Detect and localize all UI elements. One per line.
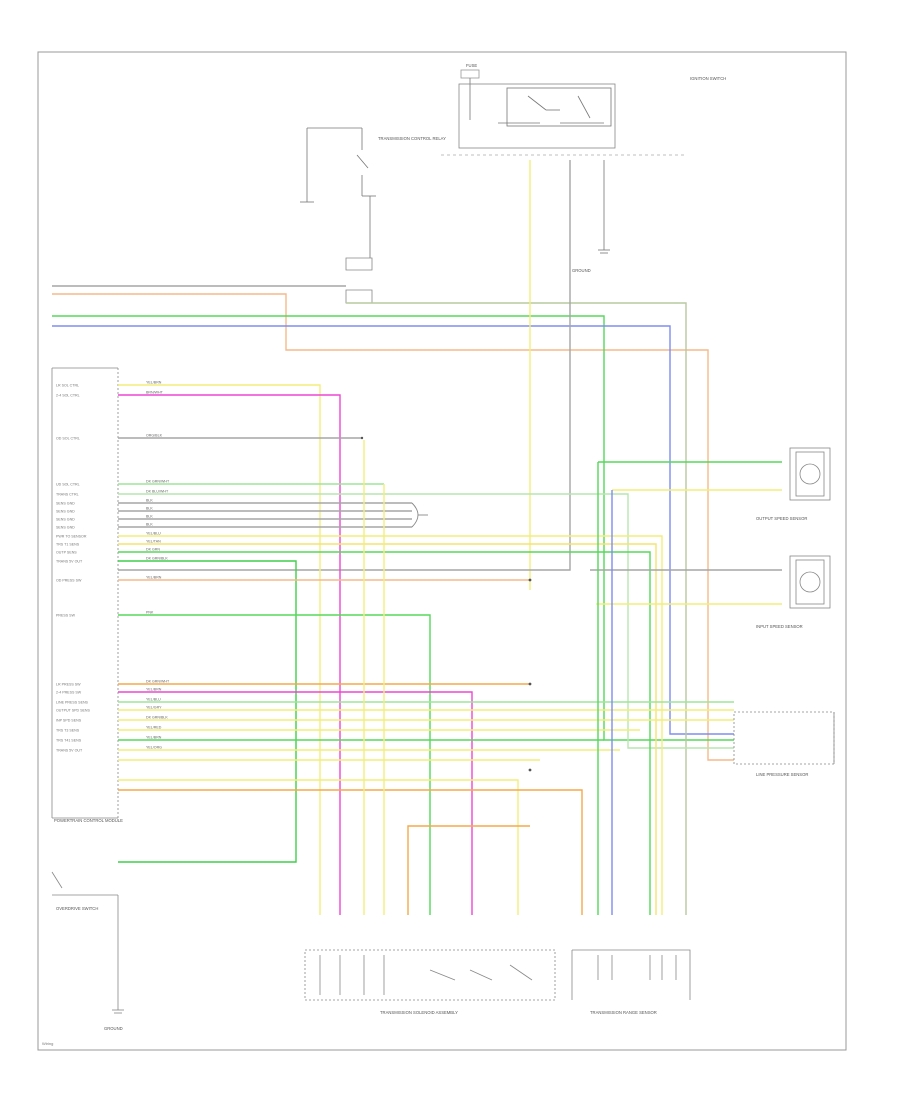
wire-top-blue <box>52 325 734 735</box>
pcm-pin-label: TRS T3 SENS <box>56 729 80 733</box>
trans-range-label: TRANSMISSION RANGE SENSOR <box>590 1010 657 1015</box>
wire-color-label: YEL/BLU <box>146 532 161 536</box>
pcm-pin-label: LR SOL CTRL <box>56 384 79 388</box>
pcm-pin-label: TRANS 5V OUT <box>56 560 83 564</box>
pcm-pin-label: INP SPD SENS <box>56 719 82 723</box>
wire-relay-gray <box>118 160 571 571</box>
wire-color-label: BLK <box>146 523 153 527</box>
wire-color-label: YEL/RED <box>146 726 162 730</box>
pcm-pin-label: LR PRESS SW <box>56 683 81 687</box>
input-speed-sensor <box>789 555 831 609</box>
pcm-pin-label: OD PRESS SW <box>56 579 82 583</box>
pcm-pin-label: TRS T1 SENS <box>56 543 80 547</box>
wire-pcm-green-2 <box>118 493 734 749</box>
pcm-box <box>51 367 119 819</box>
pcm-pin-label: 2-4 SOL CTRL <box>56 394 80 398</box>
transmission-range-sensor <box>571 949 691 1000</box>
wire-pcm-yellow-3 <box>118 543 657 915</box>
wire-color-label: YEL/TAN <box>146 540 161 544</box>
diagram-frame <box>37 51 847 1051</box>
trans-solenoid-label: TRANSMISSION SOLENOID ASSEMBLY <box>380 1010 458 1015</box>
pcm-pin-label: TRS T41 SENS <box>56 739 82 743</box>
input-speed-label: INPUT SPEED SENSOR <box>756 624 803 629</box>
relay-ground <box>598 160 610 254</box>
wire-color-label: ORG/BLK <box>146 434 163 438</box>
junction-dots <box>360 436 532 772</box>
wire-pcm-magenta-2 <box>118 691 473 915</box>
wire-pcm-yellow-2 <box>118 535 663 915</box>
wire-pcm-green-3 <box>118 551 651 915</box>
wire-pcm-magenta-1 <box>118 394 341 915</box>
wire-top-green <box>52 315 734 741</box>
line-pressure-connector <box>733 711 835 765</box>
relay-box <box>441 69 686 156</box>
sensor-ground-splice <box>411 502 428 528</box>
wire-color-label: BLK <box>146 507 153 511</box>
pcm-pin-label: SENS GND <box>56 510 75 514</box>
wire-color-label: BLK <box>146 499 153 503</box>
pcm-pin-label: SENS GND <box>56 518 75 522</box>
pcm-pin-label: SENS GND <box>56 502 75 506</box>
overdrive-label: OVERDRIVE SWITCH <box>56 906 98 911</box>
wire-pcm-green-4 <box>118 560 297 863</box>
component-labels: FUSE IGNITION SWITCH TRANSMISSION CONTRO… <box>42 63 808 1046</box>
wire-color-label: YEL/BRN <box>146 576 162 580</box>
wire-pcm-green-5 <box>118 614 431 915</box>
wire-color-label: BLK <box>146 515 153 519</box>
wire-top-olive <box>346 302 687 915</box>
pcm-pin-label: LINE PRESS SENS <box>56 701 89 705</box>
wire-color-label: DK GRN <box>146 548 160 552</box>
pcm-pin-label: PWR TO SENSOR <box>56 535 87 539</box>
ignition-switch-circuit <box>300 127 376 258</box>
pcm-pin-label: OUTP SENS <box>56 551 77 555</box>
wire-color-label: BRN/WHT <box>146 391 164 395</box>
output-speed-label: OUTPUT SPEED SENSOR <box>756 516 807 521</box>
wire-color-label: YEL/BRN <box>146 736 162 740</box>
wire-harness <box>52 160 782 915</box>
wire-color-label: DK GRN/BLK <box>146 557 168 561</box>
wire-pcm-orange-3 <box>407 825 530 915</box>
diagram-code: Wiring <box>42 1041 53 1046</box>
relay-label: TRANSMISSION CONTROL RELAY <box>378 136 446 141</box>
wire-color-label: DK GRN/WHT <box>146 680 170 684</box>
wire-color-label: DK GRN/WHT <box>146 480 170 484</box>
pcm-pin-label: PRESS SW <box>56 614 76 618</box>
pcm-pin-labels: LR SOL CTRL YEL/BRN 2-4 SOL CTRL BRN/WHT OD … <box>56 381 170 753</box>
output-speed-sensor <box>789 447 831 501</box>
wire-color-label: DK GRN/BLK <box>146 716 168 720</box>
fuse-label: FUSE <box>466 63 477 68</box>
ignition-label: IGNITION SWITCH <box>690 76 726 81</box>
wire-color-label: PNK <box>146 611 154 615</box>
wire-top-peach <box>52 293 734 761</box>
solenoid-connector <box>345 257 373 304</box>
pcm-label: POWERTRAIN CONTROL MODULE <box>54 818 123 823</box>
wire-pcm-yellow-9 <box>118 779 519 915</box>
pcm-pin-label: UD SOL CTRL <box>56 483 80 487</box>
pcm-pin-label: SENS GND <box>56 526 75 530</box>
pcm-pin-label: OUTPUT SPD SENS <box>56 709 90 713</box>
wire-pcm-yellow-1 <box>118 384 321 915</box>
pcm-pin-label: TRANS 5V OUT <box>56 749 83 753</box>
wire-pcm-orange-2 <box>118 789 583 915</box>
wire-color-label: YEL/BLU <box>146 698 161 702</box>
wire-color-label: YEL/BRN <box>146 381 162 385</box>
pcm-pin-label: TRANS CTRL <box>56 493 79 497</box>
overdrive-switch <box>51 871 124 1014</box>
wire-color-label: YEL/GRY <box>146 706 162 710</box>
wire-color-label: YEL/BRN <box>146 688 162 692</box>
ground-label-top: GROUND <box>572 268 591 273</box>
wire-color-label: DK BLU/WHT <box>146 490 169 494</box>
wire-color-label: YEL/ORG <box>146 746 162 750</box>
line-pressure-label: LINE PRESSURE SENSOR <box>756 772 808 777</box>
pcm-pin-label: OD SOL CTRL <box>56 437 80 441</box>
ground-label-bottom: GROUND <box>104 1026 123 1031</box>
transmission-solenoid-assembly <box>304 949 556 1001</box>
pcm-pin-label: 2-4 PRESS SW <box>56 691 82 695</box>
